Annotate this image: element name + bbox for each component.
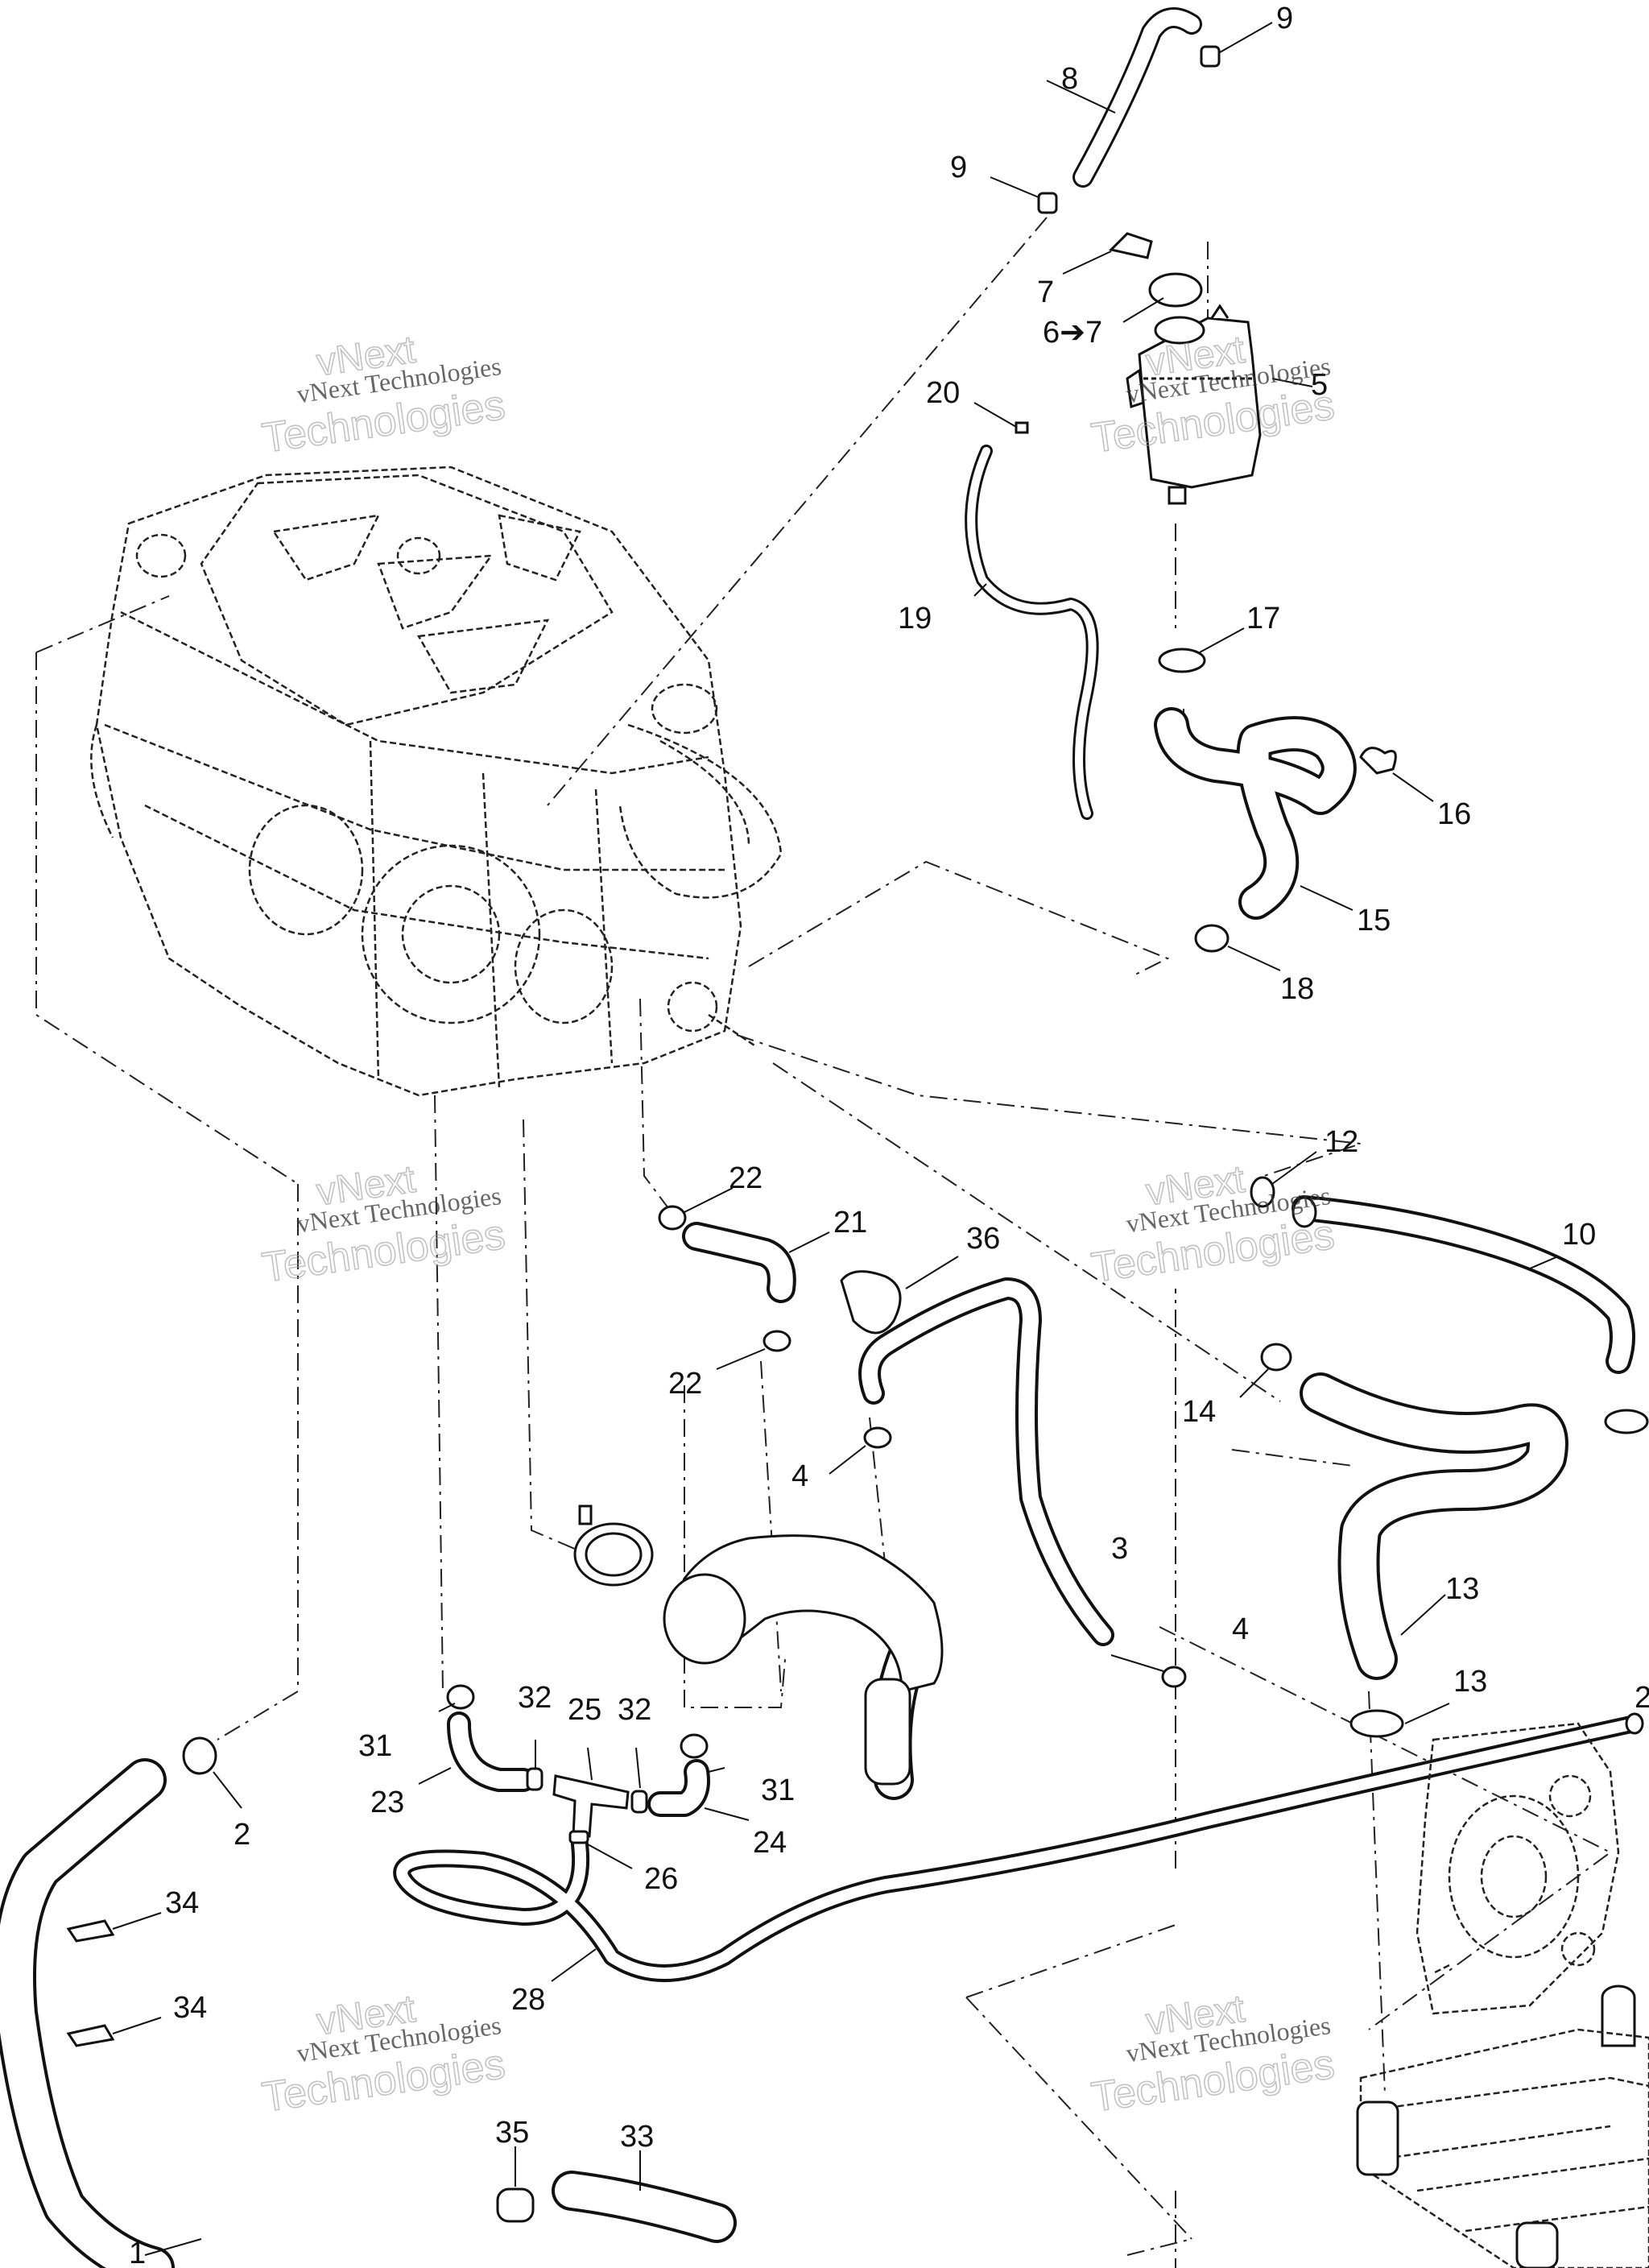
callout-18: 17 bbox=[1246, 602, 1280, 635]
callout-17: 16 bbox=[1437, 797, 1471, 831]
callout-35-upper: 34 bbox=[165, 1886, 199, 1920]
callout-15: 14 bbox=[1182, 1395, 1216, 1429]
callout-14: 13 bbox=[1453, 1665, 1487, 1699]
callout-36: 36 bbox=[966, 1222, 1000, 1256]
watermark-mid-right: vNext vNext Technologies Technologies bbox=[1088, 1157, 1337, 1292]
callout-19: 18 bbox=[1280, 972, 1314, 1006]
clamp-31-right bbox=[680, 1733, 709, 1759]
sleeve-34 bbox=[496, 2187, 535, 2223]
clamp-right-edge bbox=[1604, 1409, 1649, 1434]
callout-25: 24 bbox=[753, 1826, 787, 1860]
callout-31-right: 31 bbox=[761, 1773, 795, 1807]
callout-32-left: 32 bbox=[518, 1681, 552, 1715]
callout-31-left: 31 bbox=[358, 1729, 392, 1763]
callout-26: 25 bbox=[568, 1693, 601, 1727]
callout-1: 1 bbox=[129, 2237, 146, 2268]
clamp-9-top bbox=[1200, 45, 1221, 68]
clamp-18 bbox=[1158, 648, 1206, 673]
callout-13: 13 bbox=[1445, 1572, 1479, 1606]
gasket-36 bbox=[840, 1270, 902, 1335]
clamp-4-lower bbox=[1161, 1666, 1187, 1688]
callout-7: 7 bbox=[1037, 275, 1054, 309]
callout-16: 15 bbox=[1357, 904, 1391, 937]
callout-23-upper: 22 bbox=[729, 1161, 763, 1195]
leader-lines bbox=[112, 22, 1559, 2256]
water-pump-housing bbox=[1356, 1722, 1649, 2268]
watermark-bottom-right: vNext vNext Technologies Technologies bbox=[1088, 1987, 1337, 2121]
clamp-23-lower bbox=[763, 1330, 791, 1352]
callout-5: 5 bbox=[1311, 368, 1328, 402]
watermark-top-left: vNext vNext Technologies Technologies bbox=[258, 328, 508, 462]
clip-35-upper bbox=[66, 1919, 115, 1943]
fitting-21 bbox=[1015, 421, 1029, 434]
callout-23-lower: 22 bbox=[668, 1367, 702, 1401]
clamp-32-right bbox=[630, 1790, 648, 1814]
clamp-4-upper bbox=[863, 1426, 892, 1449]
engine-block bbox=[90, 466, 783, 1097]
callout-28: 28 bbox=[511, 1983, 545, 2017]
callout-21: 20 bbox=[926, 376, 960, 410]
clip-17 bbox=[1359, 747, 1397, 775]
clamp-2 bbox=[182, 1736, 217, 1775]
callout-20: 19 bbox=[898, 602, 932, 635]
callout-34: 35 bbox=[495, 2116, 529, 2150]
callout-6-7: 6➔7 bbox=[1043, 316, 1102, 350]
callout-24: 23 bbox=[370, 1786, 404, 1819]
callout-9-lower: 9 bbox=[950, 151, 967, 184]
watermark-bottom-left: vNext vNext Technologies Technologies bbox=[258, 1987, 508, 2121]
callout-2-left: 2 bbox=[234, 1818, 250, 1852]
tee-fitting-26 bbox=[552, 1774, 630, 1838]
callout-22: 21 bbox=[833, 1206, 867, 1240]
callout-27: 26 bbox=[644, 1862, 678, 1896]
callout-3: 3 bbox=[1111, 1532, 1128, 1566]
watermark-top-right: vNext vNext Technologies Technologies bbox=[1088, 328, 1337, 462]
callout-4-lower: 4 bbox=[1232, 1612, 1249, 1646]
clamp-15 bbox=[1260, 1343, 1292, 1372]
watermark-mid-left: vNext vNext Technologies Technologies bbox=[258, 1157, 508, 1292]
fitting-28-end bbox=[1625, 1712, 1644, 1735]
clamp-9-lower bbox=[1037, 192, 1058, 214]
clamp-19 bbox=[1194, 924, 1230, 953]
callout-9-top: 9 bbox=[1276, 2, 1293, 35]
clamp-27 bbox=[568, 1830, 589, 1844]
coolant-reservoir bbox=[1126, 304, 1262, 505]
callouts: 8 9 9 7 6➔7 5 20 19 17 16 15 18 12 10 22… bbox=[129, 2, 1649, 2268]
clamp-12 bbox=[1250, 1176, 1275, 1208]
callout-33: 33 bbox=[620, 2120, 654, 2154]
hose-end-10 bbox=[1292, 1196, 1317, 1228]
callout-10: 10 bbox=[1562, 1218, 1596, 1252]
exhaust-manifold bbox=[573, 1504, 944, 1786]
clamp-23-upper bbox=[658, 1205, 687, 1231]
callout-12: 12 bbox=[1325, 1125, 1358, 1159]
gasket-7 bbox=[1109, 232, 1153, 259]
clip-35-lower bbox=[66, 2024, 115, 2047]
clamp-31-left bbox=[446, 1684, 475, 1710]
clamp-32-left bbox=[526, 1767, 543, 1791]
callout-32-right: 32 bbox=[618, 1693, 651, 1727]
clamp-14 bbox=[1349, 1709, 1404, 1738]
hoses bbox=[0, 7, 1643, 2268]
callout-8: 8 bbox=[1061, 62, 1078, 96]
callout-4-upper: 4 bbox=[791, 1459, 808, 1493]
callout-35-lower: 34 bbox=[173, 1991, 207, 2025]
assembly-lines bbox=[35, 217, 1612, 2268]
callout-2-right: 2 bbox=[1635, 1681, 1649, 1715]
clamps-and-fittings bbox=[66, 45, 1649, 2223]
